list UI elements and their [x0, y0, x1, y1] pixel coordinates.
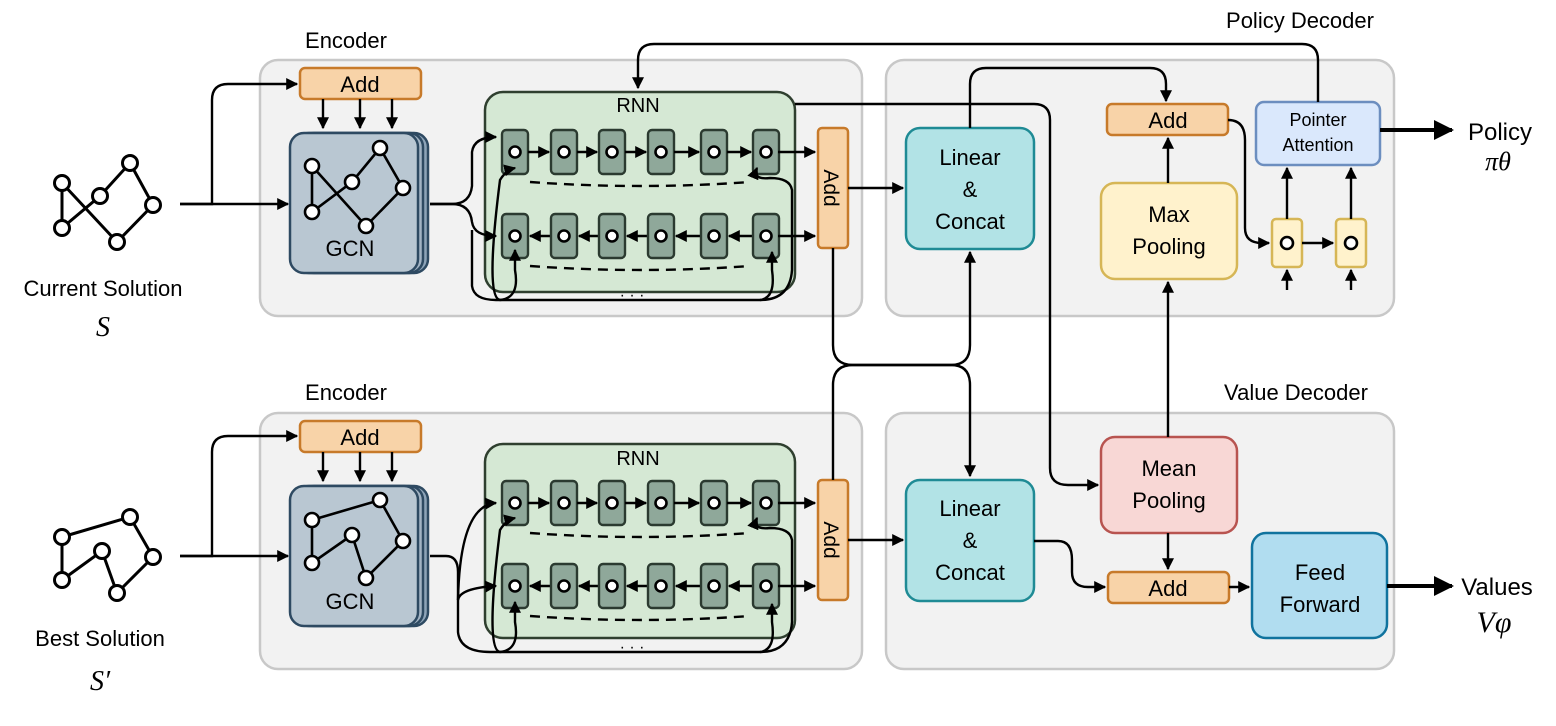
rnn-dashed-link [529, 531, 751, 539]
add-label-encoder-bottom: Add [340, 425, 379, 450]
linear-concat-value-line1: Linear [939, 496, 1000, 521]
current-solution-label: Current Solution [24, 276, 183, 301]
values-output-label: Values [1461, 574, 1533, 601]
rnn-cell-node [654, 229, 668, 243]
add-bar-label-bottom: Add [819, 521, 842, 558]
policy-decoder-title: Policy Decoder [1226, 8, 1374, 33]
rnn-block-bottom [483, 442, 797, 640]
encoder-title-bottom: Encoder [305, 380, 387, 405]
rnn-ellipsis-top: · · · [620, 287, 645, 304]
rnn-label-top: RNN [616, 95, 659, 117]
rnn-cell-node [508, 145, 522, 159]
rnn-cell-node [557, 579, 571, 593]
rnn-cell-node [508, 496, 522, 510]
policy-output-label: Policy [1468, 119, 1532, 146]
rnn-cell-node [508, 229, 522, 243]
rnn-cell-node [654, 496, 668, 510]
linear-concat-value-line2: & [963, 528, 978, 553]
max-pooling-block [1099, 181, 1239, 281]
pointer-cell-1 [1270, 217, 1304, 269]
rnn-cell-node [759, 145, 773, 159]
add-label-value: Add [1148, 576, 1187, 601]
feed-forward-line2: Forward [1280, 592, 1361, 617]
current-solution-graph-icon [53, 154, 162, 251]
linear-concat-value-line3: Concat [935, 560, 1005, 585]
rnn-cell-node [605, 229, 619, 243]
rnn-cell-node [759, 496, 773, 510]
best-solution-symbol: S′ [90, 666, 111, 697]
gcn-label-top: GCN [326, 236, 375, 261]
rnn-cell-node [557, 145, 571, 159]
mean-pooling-line2: Pooling [1132, 488, 1205, 513]
add-label-policy: Add [1148, 108, 1187, 133]
max-pooling-line1: Max [1148, 202, 1190, 227]
rnn-cell-node [707, 579, 721, 593]
gcn-stack-bottom [288, 484, 430, 628]
rnn-cell-node [605, 579, 619, 593]
rnn-cell-node [557, 229, 571, 243]
gcn-label-bottom: GCN [326, 589, 375, 614]
values-output-symbol: Vφ [1477, 606, 1512, 639]
best-solution-label: Best Solution [35, 626, 165, 651]
rnn-cell-node [654, 579, 668, 593]
feed-forward-line1: Feed [1295, 560, 1345, 585]
rnn-label-bottom: RNN [616, 448, 659, 470]
rnn-cell-node [759, 579, 773, 593]
pointer-cell-2 [1334, 217, 1368, 269]
value-decoder-title: Value Decoder [1224, 380, 1368, 405]
rnn-cells-top [500, 128, 781, 272]
rnn-ellipsis-bottom: · · · [620, 639, 645, 656]
rnn-dashed-link [529, 614, 751, 622]
rnn-cell-node [707, 229, 721, 243]
rnn-cell-node [557, 496, 571, 510]
add-bar-label-top: Add [819, 169, 842, 206]
linear-concat-policy-line2: & [963, 177, 978, 202]
add-label-encoder-top: Add [340, 72, 379, 97]
pointer-attention-line1: Pointer [1289, 110, 1346, 130]
rnn-cell-node [759, 229, 773, 243]
pointer-attention-line2: Attention [1282, 135, 1353, 155]
gcn-stack-top [288, 131, 430, 275]
mean-pooling-line1: Mean [1141, 456, 1196, 481]
linear-concat-policy-line3: Concat [935, 209, 1005, 234]
rnn-cell-node [508, 579, 522, 593]
rnn-cell-node [707, 145, 721, 159]
mean-pooling-block [1099, 435, 1239, 535]
rnn-dashed-link [529, 264, 751, 272]
feed-forward-block [1250, 531, 1389, 640]
rnn-block-top [483, 90, 797, 294]
current-solution-symbol: S [96, 312, 110, 343]
rnn-cell-node [605, 145, 619, 159]
rnn-cell-node [605, 496, 619, 510]
best-solution-graph-icon [53, 508, 162, 602]
rnn-cells-bottom [500, 479, 781, 622]
encoder-title-top: Encoder [305, 28, 387, 53]
rnn-dashed-link [529, 180, 751, 188]
rnn-cell-node [654, 145, 668, 159]
linear-concat-policy-line1: Linear [939, 145, 1000, 170]
max-pooling-line2: Pooling [1132, 234, 1205, 259]
policy-output-symbol: πθ [1485, 147, 1511, 176]
rnn-cell-node [707, 496, 721, 510]
